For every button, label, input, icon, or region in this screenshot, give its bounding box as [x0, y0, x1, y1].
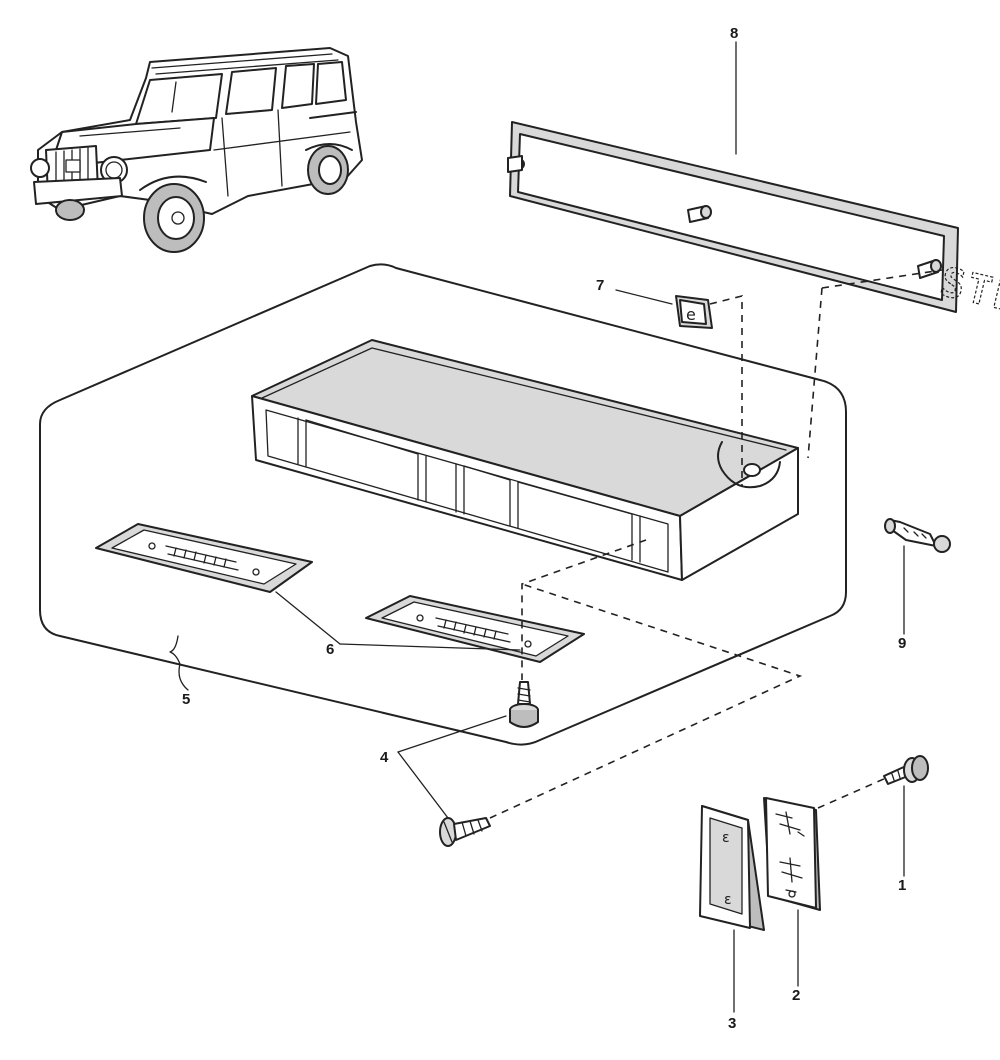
- callout-2: 2: [792, 987, 800, 1004]
- screw-vertical: [509, 681, 539, 728]
- svg-text:e: e: [686, 305, 696, 324]
- festoon-bulb: [884, 518, 951, 553]
- leader-lines: [169, 41, 905, 1013]
- svg-text:ɛ: ɛ: [722, 830, 730, 846]
- gasket: [763, 797, 821, 911]
- callout-6: 6: [326, 641, 334, 658]
- callout-5: 5: [182, 691, 190, 708]
- plate-stud-middle: [687, 205, 712, 223]
- assembly-boundary: [39, 263, 847, 746]
- lens-cover-left: [95, 523, 313, 593]
- callout-9: 9: [898, 635, 906, 652]
- plate-stud-right: [917, 259, 942, 279]
- callout-1: 1: [898, 877, 906, 894]
- speed-nut-clip: e: [675, 295, 713, 329]
- callouts: 8 7 9 6 5 4 1 2 3: [182, 25, 906, 1032]
- callout-3: 3: [728, 1015, 736, 1032]
- plate-stud-left: [507, 155, 525, 173]
- svg-text:ɛ: ɛ: [724, 892, 732, 908]
- assembly-lines: [489, 269, 943, 819]
- lamp-housing: [251, 339, 799, 581]
- callout-7: 7: [596, 277, 604, 294]
- name-plate: STEYR-DAIMLER PUCH: [507, 121, 1000, 418]
- callout-8: 8: [730, 25, 738, 42]
- lamp-lens: ɛ ɛ: [699, 805, 765, 931]
- plate-lettering: STEYR-DAIMLER PUCH: [936, 259, 1000, 418]
- screw-with-washer: [883, 755, 929, 785]
- callout-4: 4: [380, 749, 389, 766]
- lens-cover-right: [365, 595, 585, 663]
- vehicle-thumbnail: [30, 47, 363, 253]
- screw-horizontal: [439, 817, 491, 847]
